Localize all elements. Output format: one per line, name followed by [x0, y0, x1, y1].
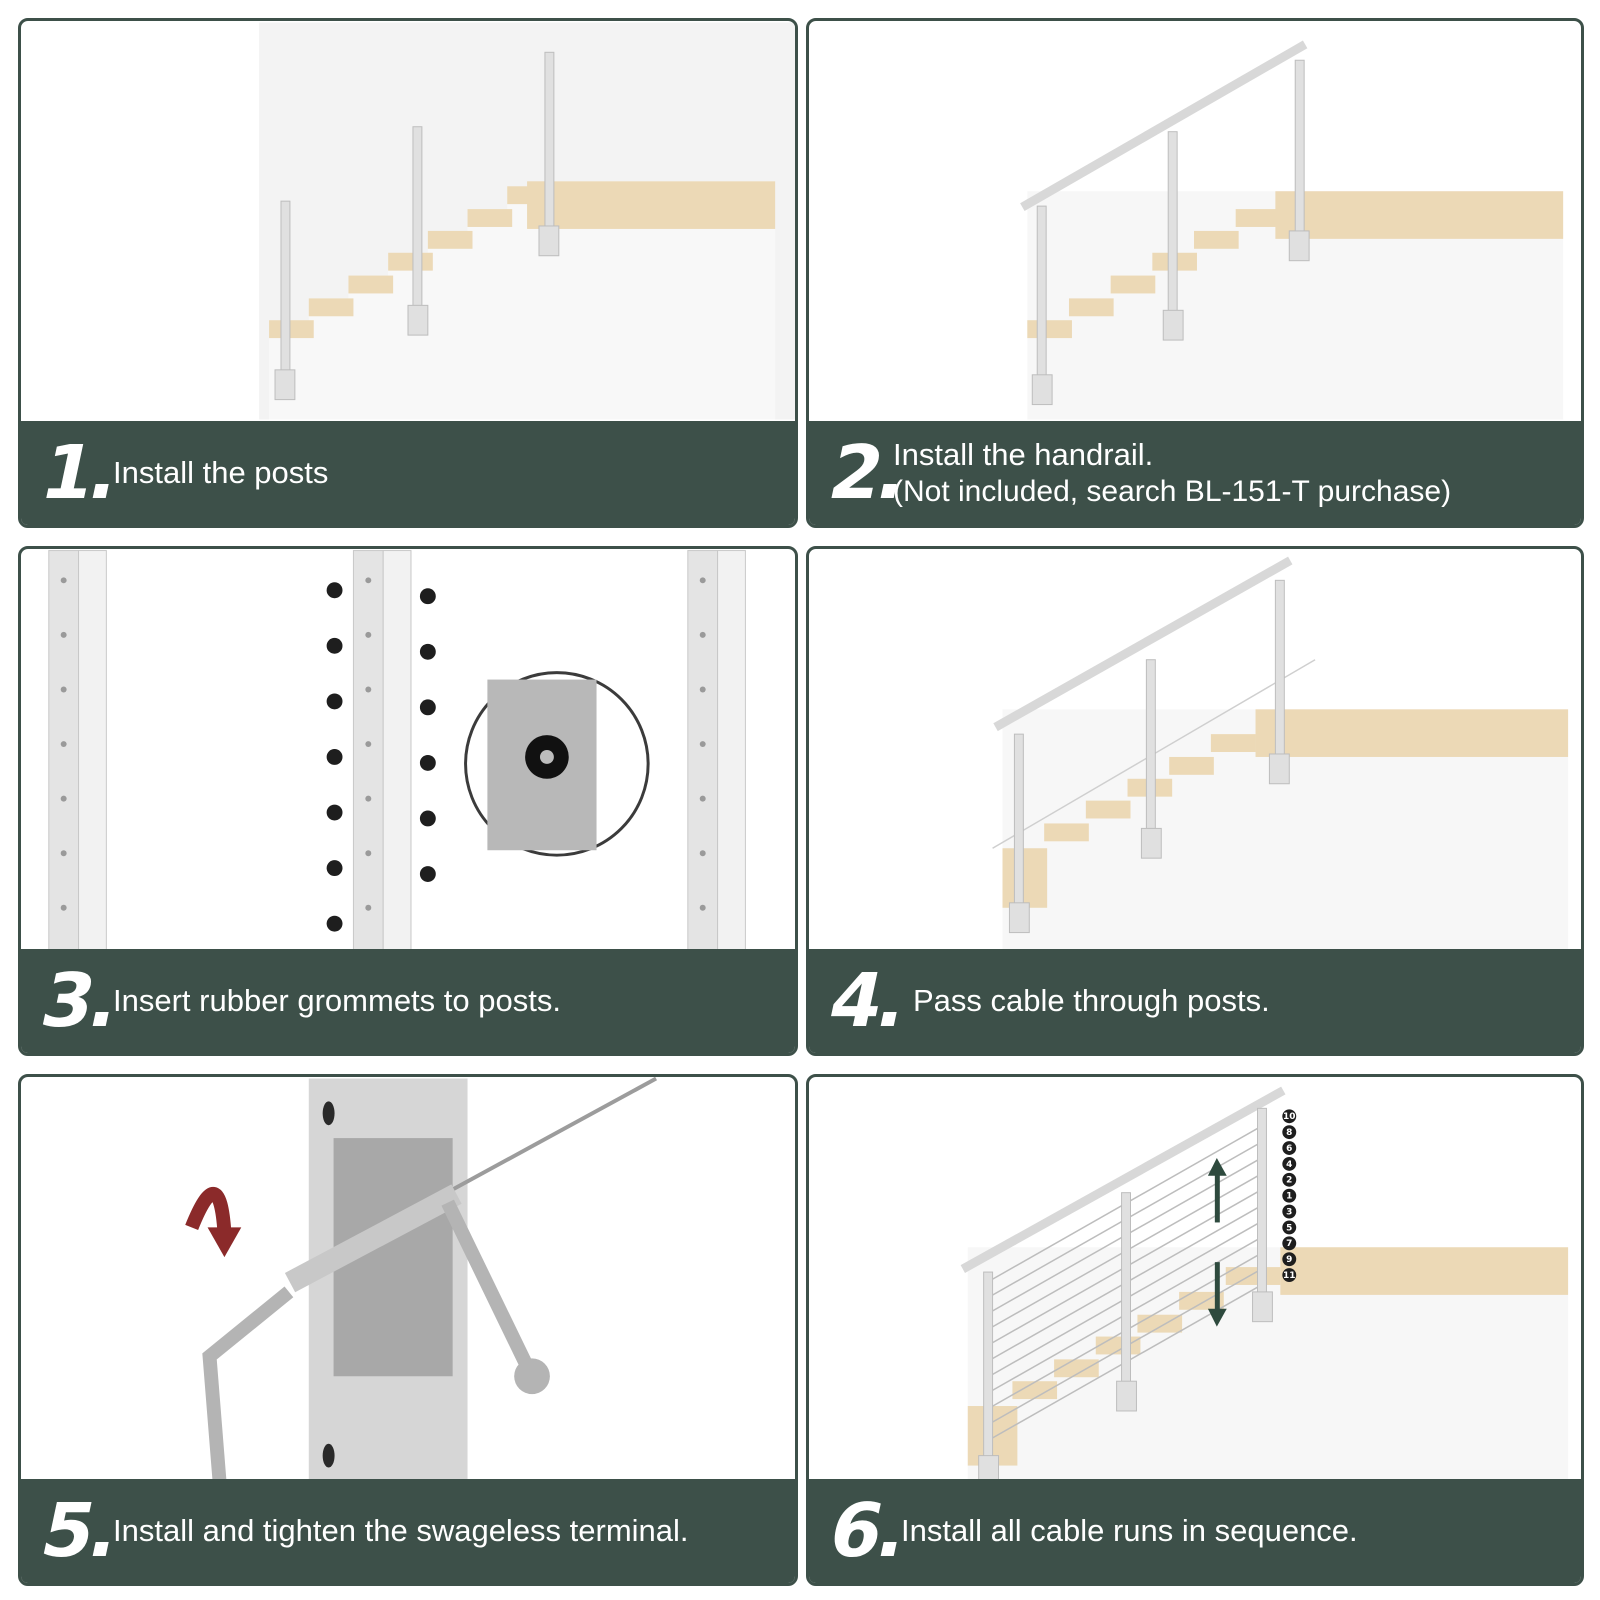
step-number: 6.	[821, 1488, 912, 1574]
step-text: Pass cable through posts.	[913, 983, 1270, 1018]
sequence-badge	[1282, 1220, 1297, 1235]
sequence-number: 8	[1286, 1128, 1292, 1138]
sequence-number: 2	[1286, 1176, 1292, 1186]
step-text: Install the handrail. (Not included, sea…	[893, 437, 1451, 509]
step-4-caption: 4. Pass cable through posts.	[809, 949, 1581, 1053]
sequence-number: 1	[1286, 1192, 1292, 1202]
step-text: Install all cable runs in sequence.	[901, 1513, 1358, 1548]
grommets-illustration	[21, 549, 795, 954]
step-text-line-1: Install the handrail.	[893, 437, 1154, 472]
step-6-caption: 6. Install all cable runs in sequence.	[809, 1479, 1581, 1583]
sequence-number: 6	[1286, 1144, 1292, 1154]
sequence-badge	[1282, 1252, 1297, 1267]
sequence-number: 10	[1283, 1112, 1295, 1122]
sequence-badge	[1282, 1172, 1297, 1187]
sequence-badge	[1282, 1125, 1297, 1140]
sequence-number: 4	[1286, 1160, 1292, 1170]
swageless-terminal-illustration	[21, 1077, 795, 1482]
sequence-number: 7	[1286, 1239, 1292, 1249]
step-5-panel: 5. Install and tighten the swageless ter…	[18, 1074, 798, 1586]
sequence-badge	[1282, 1204, 1297, 1219]
step-6-panel: 10 8 6 4 2 1 3 5 7 9 11 6. Install all cable runs …	[806, 1074, 1584, 1586]
sequence-number: 9	[1286, 1255, 1292, 1265]
step-text: Install the posts	[113, 455, 329, 490]
sequence-number: 5	[1286, 1223, 1292, 1233]
step-text-line-2: (Not included, search BL-151-T purchase)	[893, 475, 1452, 508]
step-2-caption: 2. Install the handrail. (Not included, …	[809, 421, 1581, 525]
sequence-badge	[1282, 1268, 1297, 1282]
cable-runs-illustration: 10 8 6 4 2 1 3 5 7 9 11	[809, 1077, 1581, 1482]
step-number: 1.	[33, 430, 124, 516]
sequence-badge	[1282, 1236, 1297, 1251]
step-number: 5.	[33, 1488, 124, 1574]
step-4-panel: 4. Pass cable through posts.	[806, 546, 1584, 1056]
sequence-badge	[1282, 1141, 1297, 1155]
sequence-badge	[1282, 1156, 1297, 1171]
sequence-badge	[1282, 1188, 1297, 1203]
step-1-caption: 1. Install the posts	[21, 421, 795, 525]
step-2-panel: 2. Install the handrail. (Not included, …	[806, 18, 1584, 528]
sequence-number: 11	[1283, 1271, 1295, 1281]
step-3-caption: 3. Insert rubber grommets to posts.	[21, 949, 795, 1053]
step-5-caption: 5. Install and tighten the swageless ter…	[21, 1479, 795, 1583]
cable-pass-illustration	[809, 549, 1581, 954]
step-text: Insert rubber grommets to posts.	[113, 983, 561, 1018]
posts-illustration	[21, 21, 795, 421]
sequence-number: 3	[1286, 1208, 1292, 1218]
step-text: Install and tighten the swageless termin…	[113, 1513, 689, 1548]
step-number: 3.	[33, 958, 124, 1044]
sequence-badge	[1282, 1109, 1297, 1124]
handrail-illustration	[809, 21, 1581, 421]
step-3-panel: 3. Insert rubber grommets to posts.	[18, 546, 798, 1056]
step-number: 4.	[821, 958, 912, 1044]
step-1-panel: 1. Install the posts	[18, 18, 798, 528]
